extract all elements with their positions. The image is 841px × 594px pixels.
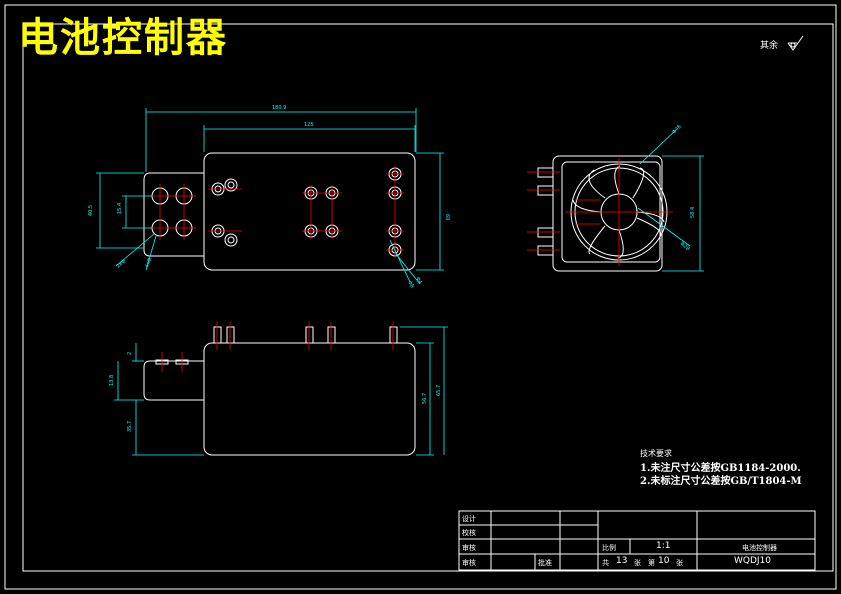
svg-text:56.7: 56.7 [422,393,428,404]
technical-note-2: 2.未标注尺寸公差按GB/T1804-M [640,476,802,487]
svg-text:Φ48: Φ48 [671,124,683,136]
top-view: 180.9 125 60 40.5 15.4 2xΦ 4xΦ Φ8 Φ4 [88,105,450,289]
scale-value: 1:1 [656,541,671,551]
svg-text:4xΦ: 4xΦ [144,257,153,269]
role-review-2: 审核 [462,559,476,567]
end-view: 58.4 Φ48 Φ28 [527,124,704,272]
role-check: 校核 [462,529,476,537]
drawing-frame [4,4,837,590]
svg-text:35.7: 35.7 [127,421,133,432]
svg-text:Φ8: Φ8 [406,280,415,289]
technical-notes: 技术要求 1.未注尺寸公差按GB1184-2000. 2.未标注尺寸公差按GB/… [640,448,802,488]
svg-text:58.4: 58.4 [690,207,696,218]
sheet-total-label: 共 [602,559,609,567]
svg-text:13.8: 13.8 [109,375,115,386]
role-approve: 批准 [538,559,552,567]
role-review: 审核 [462,544,476,552]
scale-label: 比例 [602,544,616,552]
technical-notes-heading: 技术要求 [640,449,672,458]
sheet-no-label: 第 [648,559,655,567]
svg-text:65.7: 65.7 [436,385,442,396]
drawing-title: 电池控制器 [18,15,228,61]
svg-text:125: 125 [304,122,314,128]
roughness-label: 其余 [760,41,779,51]
svg-text:Φ4: Φ4 [414,276,423,285]
sheet-total-unit: 张 [634,559,641,567]
svg-text:15.4: 15.4 [117,203,123,214]
drawing-number: WQDJ10 [734,556,772,566]
technical-note-1: 1.未注尺寸公差按GB1184-2000. [640,463,801,474]
svg-text:2: 2 [127,352,133,355]
title-block-grid [458,510,816,571]
svg-text:180.9: 180.9 [272,105,286,111]
roughness-symbol [787,35,804,51]
role-design: 设计 [462,515,476,523]
svg-text:40.5: 40.5 [88,205,94,216]
svg-text:Φ28: Φ28 [679,241,691,252]
sheet-total: 13 [616,556,628,566]
part-name: 电池控制器 [742,544,777,552]
sheet-no-unit: 张 [676,559,683,567]
svg-text:60: 60 [444,214,450,220]
side-view: 2 13.8 35.7 56.7 65.7 [109,322,448,456]
sheet-no: 10 [658,556,670,566]
svg-text:2xΦ: 2xΦ [115,258,127,269]
